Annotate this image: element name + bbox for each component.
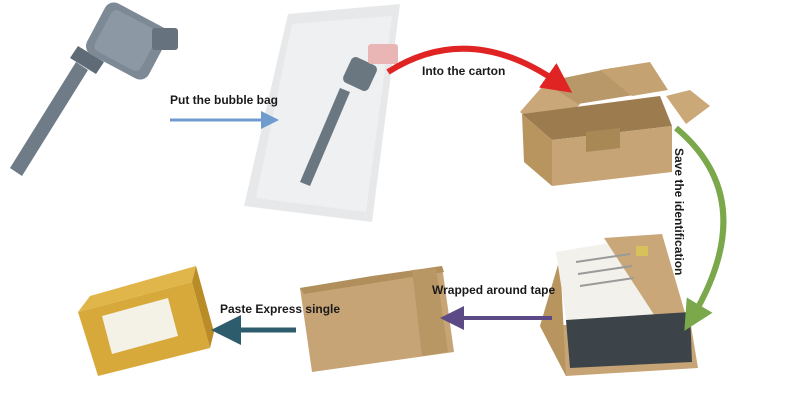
open-carton-icon bbox=[520, 62, 710, 186]
step-label-wrapped-tape: Wrapped around tape bbox=[432, 283, 556, 297]
step-label-bubble-bag: Put the bubble bag bbox=[170, 93, 278, 107]
step-label-save-identification: Save the identification bbox=[672, 148, 686, 276]
arrow-into-carton bbox=[386, 45, 573, 93]
bubble-bag-icon bbox=[244, 4, 400, 222]
express-package-icon bbox=[78, 266, 214, 376]
step-label-paste-express: Paste Express single bbox=[220, 302, 341, 316]
arrow-save-identification bbox=[674, 125, 727, 331]
carton-with-document-icon bbox=[540, 234, 698, 376]
taped-carton-icon bbox=[300, 266, 454, 372]
step-label-into-carton: Into the carton bbox=[422, 64, 506, 78]
ignition-coil-icon bbox=[10, 2, 178, 176]
